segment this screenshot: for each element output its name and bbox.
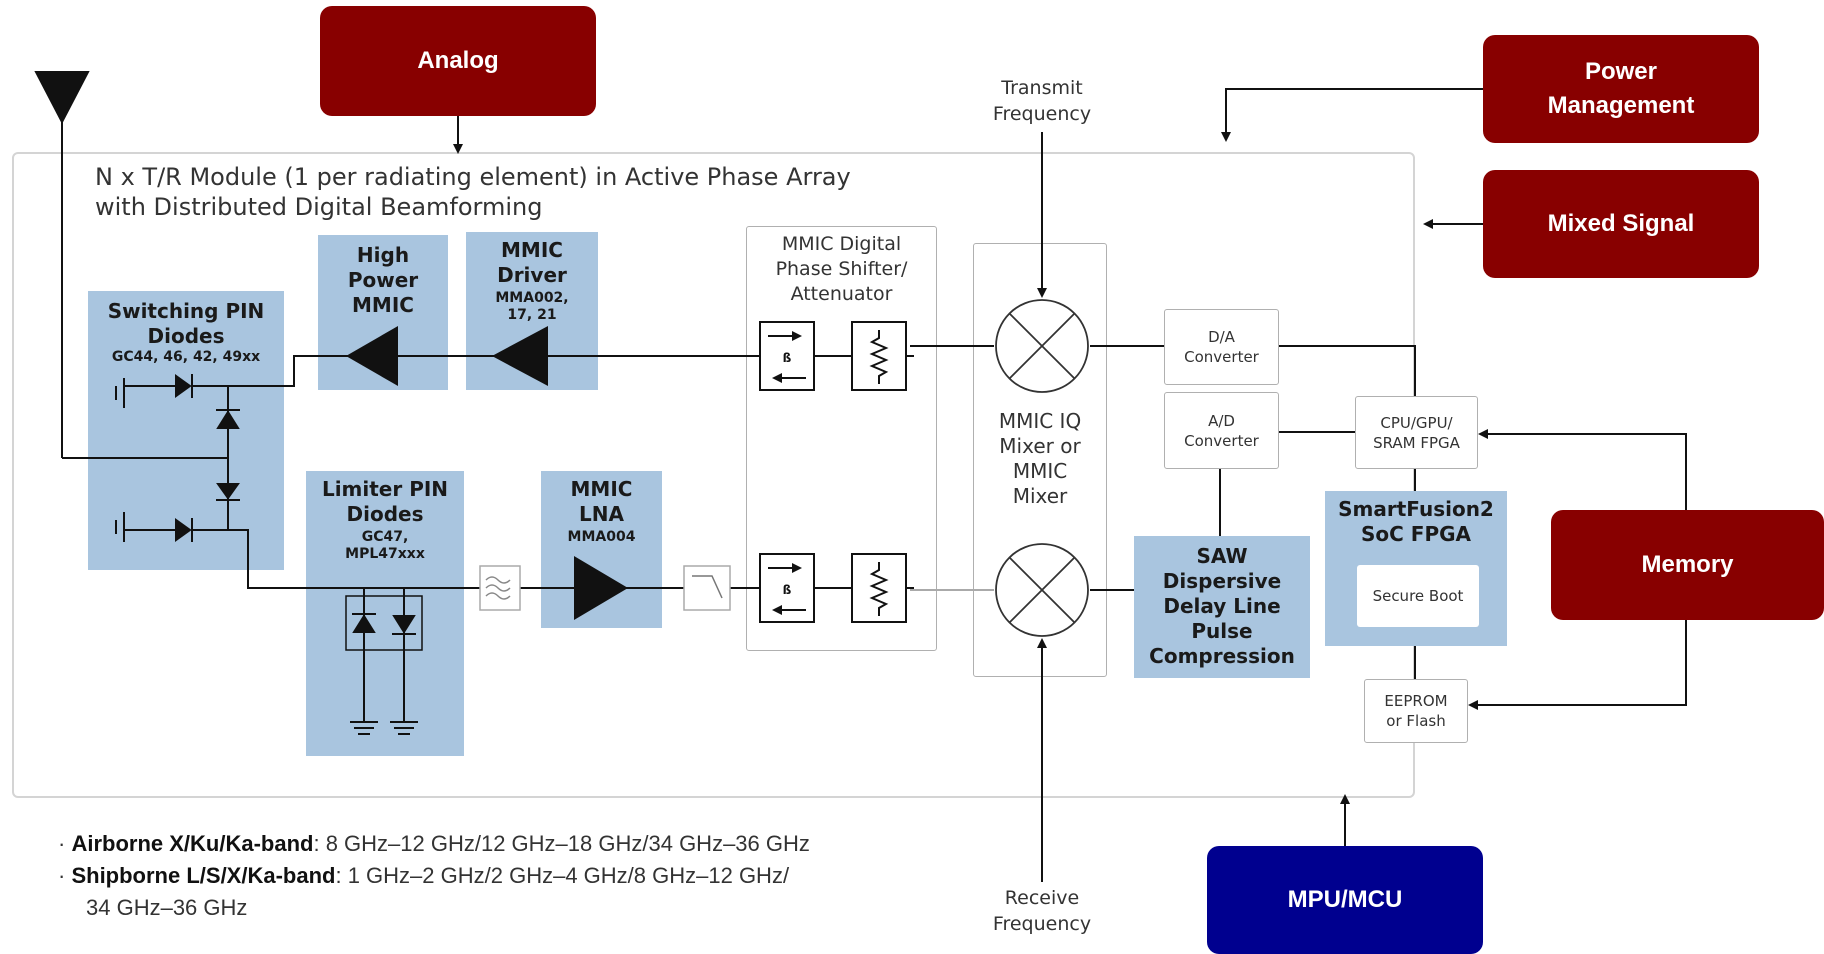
memory-block: Memory: [1551, 510, 1824, 620]
switching-pin-parts: GC44, 46, 42, 49xx: [111, 349, 261, 365]
lowpass-filter-icon: [683, 565, 731, 611]
antenna-icon: [34, 71, 90, 458]
limiter-pin-diodes-block: Limiter PIN Diodes GC47, MPL47xxx: [306, 471, 464, 756]
band-list: · Airborne X/Ku/Ka-band: 8 GHz–12 GHz/12…: [58, 828, 810, 924]
saw-title: SAW Dispersive Delay Line Pulse Compress…: [1149, 544, 1295, 668]
smartfusion2-block: SmartFusion2 SoC FPGA Secure Boot: [1325, 491, 1507, 646]
da-converter-box: D/A Converter: [1164, 309, 1279, 385]
band-shipborne-cont: 34 GHz–36 GHz: [86, 895, 248, 920]
receive-frequency-label: Receive Frequency: [992, 887, 1092, 935]
band-airborne: · Airborne X/Ku/Ka-band: 8 GHz–12 GHz/12…: [58, 831, 810, 856]
bandpass-filter-icon: [479, 565, 521, 611]
limiter-diode-icon: [345, 588, 423, 735]
mixer-icon: [995, 299, 1089, 393]
svg-text:ß: ß: [783, 583, 792, 597]
mmic-driver-title: MMIC Driver: [497, 238, 567, 287]
smartfusion2-title: SmartFusion2 SoC FPGA: [1338, 497, 1494, 546]
switching-pin-diodes-block: Switching PIN Diodes GC44, 46, 42, 49xx: [88, 291, 284, 570]
eeprom-box: EEPROM or Flash: [1364, 679, 1468, 743]
limiter-pin-parts: GC47, MPL47xxx: [345, 529, 425, 562]
svg-text:ß: ß: [783, 351, 792, 365]
mpu-mcu-block: MPU/MCU: [1207, 846, 1483, 954]
saw-delay-line-block: SAW Dispersive Delay Line Pulse Compress…: [1134, 536, 1310, 678]
phase-shifter-title: MMIC Digital Phase Shifter/ Attenuator: [775, 233, 908, 305]
limiter-pin-title: Limiter PIN Diodes: [321, 477, 449, 526]
secure-boot-box: Secure Boot: [1357, 565, 1479, 627]
high-power-mmic-block: High Power MMIC: [318, 235, 448, 390]
mmic-driver-parts: MMA002, 17, 21: [495, 290, 569, 323]
mixer-icon: [995, 543, 1089, 637]
high-power-title: High Power MMIC: [347, 243, 419, 317]
analog-block: Analog: [320, 6, 596, 116]
mmic-driver-block: MMIC Driver MMA002, 17, 21: [466, 232, 598, 390]
ad-converter-box: A/D Converter: [1164, 392, 1279, 469]
band-shipborne: · Shipborne L/S/X/Ka-band: 1 GHz–2 GHz/2…: [58, 863, 790, 888]
high-power-amplifier-icon: [346, 326, 398, 386]
transmit-frequency-label: Transmit Frequency: [992, 77, 1092, 125]
switch-diode-icon: [115, 374, 240, 542]
driver-amplifier-icon: [492, 326, 548, 386]
switching-pin-title: Switching PIN Diodes: [107, 299, 265, 348]
cpu-gpu-sram-box: CPU/GPU/ SRAM FPGA: [1355, 396, 1478, 469]
module-caption: N x T/R Module (1 per radiating element)…: [95, 163, 851, 221]
mixed-signal-block: Mixed Signal: [1483, 170, 1759, 278]
power-management-block: Power Management: [1483, 35, 1759, 143]
lna-amplifier-icon: [574, 556, 628, 620]
mmic-lna-title: MMIC LNA: [570, 477, 633, 526]
mmic-lna-parts: MMA004: [567, 529, 636, 545]
iq-mixer-title: MMIC IQ Mixer or MMIC Mixer: [998, 409, 1082, 508]
